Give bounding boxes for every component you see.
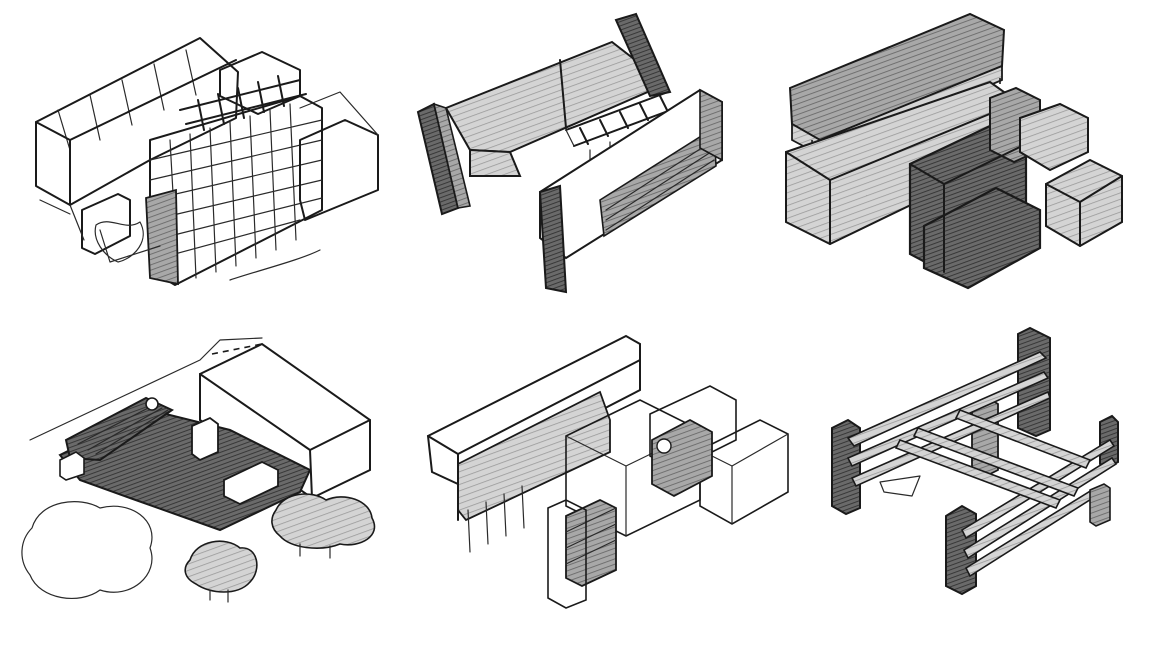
panel-wall-planes (416, 12, 723, 294)
panel-existing-building (35, 37, 379, 286)
panel-transparent-volumes (426, 334, 789, 609)
panel-massing-volumes (785, 12, 1123, 290)
panel-site-context (21, 337, 376, 603)
panel-structural-elements (831, 326, 1119, 596)
